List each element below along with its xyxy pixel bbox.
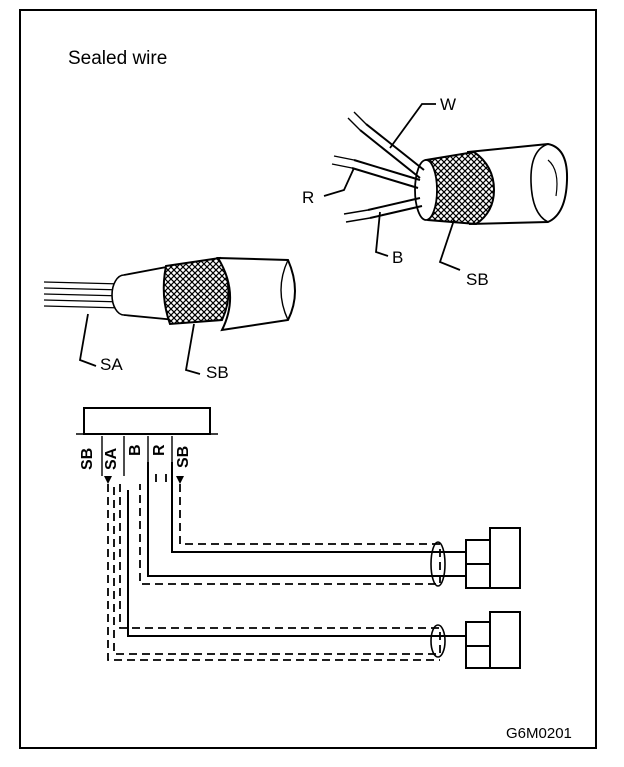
figure-code: G6M0201 (506, 725, 572, 742)
label-sb-left: SB (206, 363, 229, 382)
label-r: R (302, 188, 314, 207)
main-connector (83, 407, 211, 435)
connector-lower (465, 611, 521, 669)
label-sa: SA (100, 355, 123, 374)
sealed-cable-right (323, 103, 569, 271)
pin-label-5: SB (175, 446, 192, 468)
label-b: B (392, 248, 403, 267)
figure-title: Sealed wire (68, 48, 167, 69)
cable-jacket-left (216, 256, 296, 332)
pin-label-2: SA (103, 447, 120, 470)
braided-shield-left (162, 256, 230, 326)
connector-upper (465, 527, 521, 589)
pin-label-3: B (127, 444, 144, 456)
pin-label-1: SB (79, 448, 96, 470)
sealed-cable-left (43, 256, 296, 375)
signal-wires (127, 462, 466, 637)
wire-route-b (147, 462, 466, 577)
pin-label-4: R (151, 444, 168, 456)
wire-r (351, 159, 421, 189)
connector-pin-labels: SB SA B R SB (79, 444, 192, 470)
figure-frame (19, 9, 597, 749)
label-w: W (440, 95, 456, 114)
wire-b (367, 197, 423, 219)
core-bundle (43, 281, 125, 309)
wire-w (359, 123, 425, 179)
shield-routes (107, 474, 441, 661)
wire-route-sa (127, 490, 466, 637)
label-sb-right: SB (466, 270, 489, 289)
wire-route-r (171, 462, 466, 553)
